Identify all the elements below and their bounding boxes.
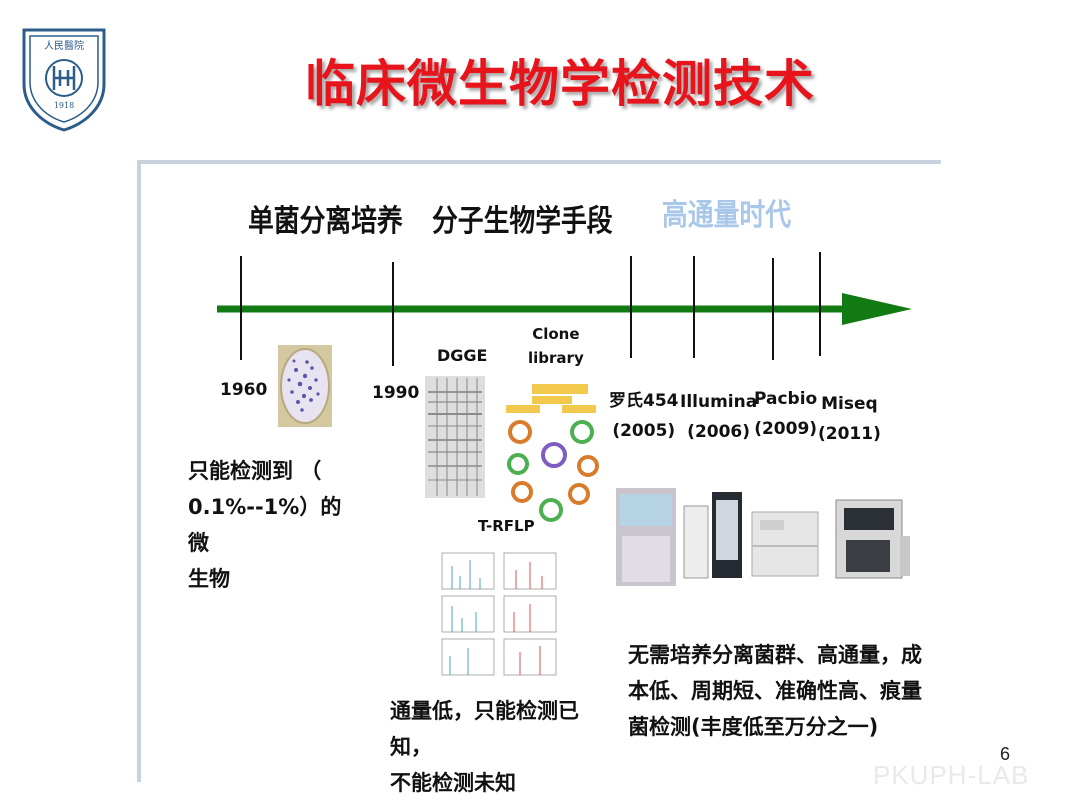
- era-label-culture: 单菌分离培养: [248, 204, 403, 239]
- desc-line: 通量低，只能检测已知，: [390, 699, 579, 759]
- tech-name: 罗氏454: [609, 391, 679, 411]
- clone-line-1: Clone: [532, 325, 580, 343]
- sequencer-pacbio-image: [751, 511, 819, 577]
- year-1990: 1990: [372, 383, 420, 403]
- slide-title: 临床微生物学检测技术: [305, 55, 815, 113]
- sequencer-roche-image: [616, 488, 676, 586]
- desc-molecular: 通量低，只能检测已知， 不能检测未知: [390, 693, 620, 801]
- tech-name: Miseq: [821, 394, 878, 414]
- tech-name: Pacbio: [754, 389, 818, 409]
- desc-line: 0.1%--1%）的微: [188, 495, 342, 555]
- tech-illumina: Illumina (2006): [680, 387, 757, 447]
- desc-high-throughput: 无需培养分离菌群、高通量，成 本低、周期短、准确性高、痕量 菌检测(丰度低至万分…: [628, 637, 928, 745]
- tech-year: (2011): [818, 424, 881, 444]
- dgge-gel-image: [425, 376, 485, 498]
- frame-top-border: [137, 160, 941, 164]
- desc-line: 不能检测未知: [390, 771, 516, 795]
- svg-text:1918: 1918: [54, 101, 74, 110]
- desc-line: 本低、周期短、准确性高、痕量: [628, 679, 922, 703]
- desc-line: 生物: [188, 567, 230, 591]
- petri-dish-image: [278, 345, 332, 427]
- tech-year: (2005): [612, 421, 676, 441]
- method-dgge: DGGE: [437, 346, 488, 365]
- desc-line: 无需培养分离菌群、高通量，成: [628, 643, 922, 667]
- era-label-molecular: 分子生物学手段: [432, 204, 613, 239]
- year-1960: 1960: [220, 380, 268, 400]
- trflp-chart-image: [441, 552, 557, 676]
- tech-roche454: 罗氏454 (2005): [609, 386, 679, 446]
- clone-library-image: [506, 384, 599, 522]
- sequencer-illumina-image: [683, 492, 742, 579]
- page-number: 6: [1000, 744, 1011, 764]
- hospital-logo: 人民醫院 1918: [22, 28, 106, 132]
- svg-text:人民醫院: 人民醫院: [44, 39, 84, 52]
- method-trflp: T-RFLP: [478, 517, 535, 535]
- desc-culture: 只能检测到 （ 0.1%--1%）的微 生物: [188, 453, 348, 597]
- watermark: PKUPH-LAB: [873, 760, 1030, 790]
- sequencer-miseq-image: [835, 499, 910, 579]
- desc-line: 只能检测到 （: [188, 459, 322, 483]
- timeline-arrowhead: [842, 293, 912, 325]
- era-label-high-throughput: 高通量时代: [662, 198, 791, 233]
- desc-line: 菌检测(丰度低至万分之一): [628, 715, 879, 739]
- tech-year: (2006): [687, 422, 751, 442]
- method-clone-library: Clone library: [528, 322, 584, 370]
- frame-left-border: [137, 160, 141, 782]
- tech-year: (2009): [754, 419, 818, 439]
- tech-pacbio: Pacbio (2009): [754, 384, 817, 444]
- tech-name: Illumina: [680, 392, 758, 412]
- tech-miseq: Miseq (2011): [818, 389, 881, 449]
- clone-line-2: library: [528, 349, 584, 367]
